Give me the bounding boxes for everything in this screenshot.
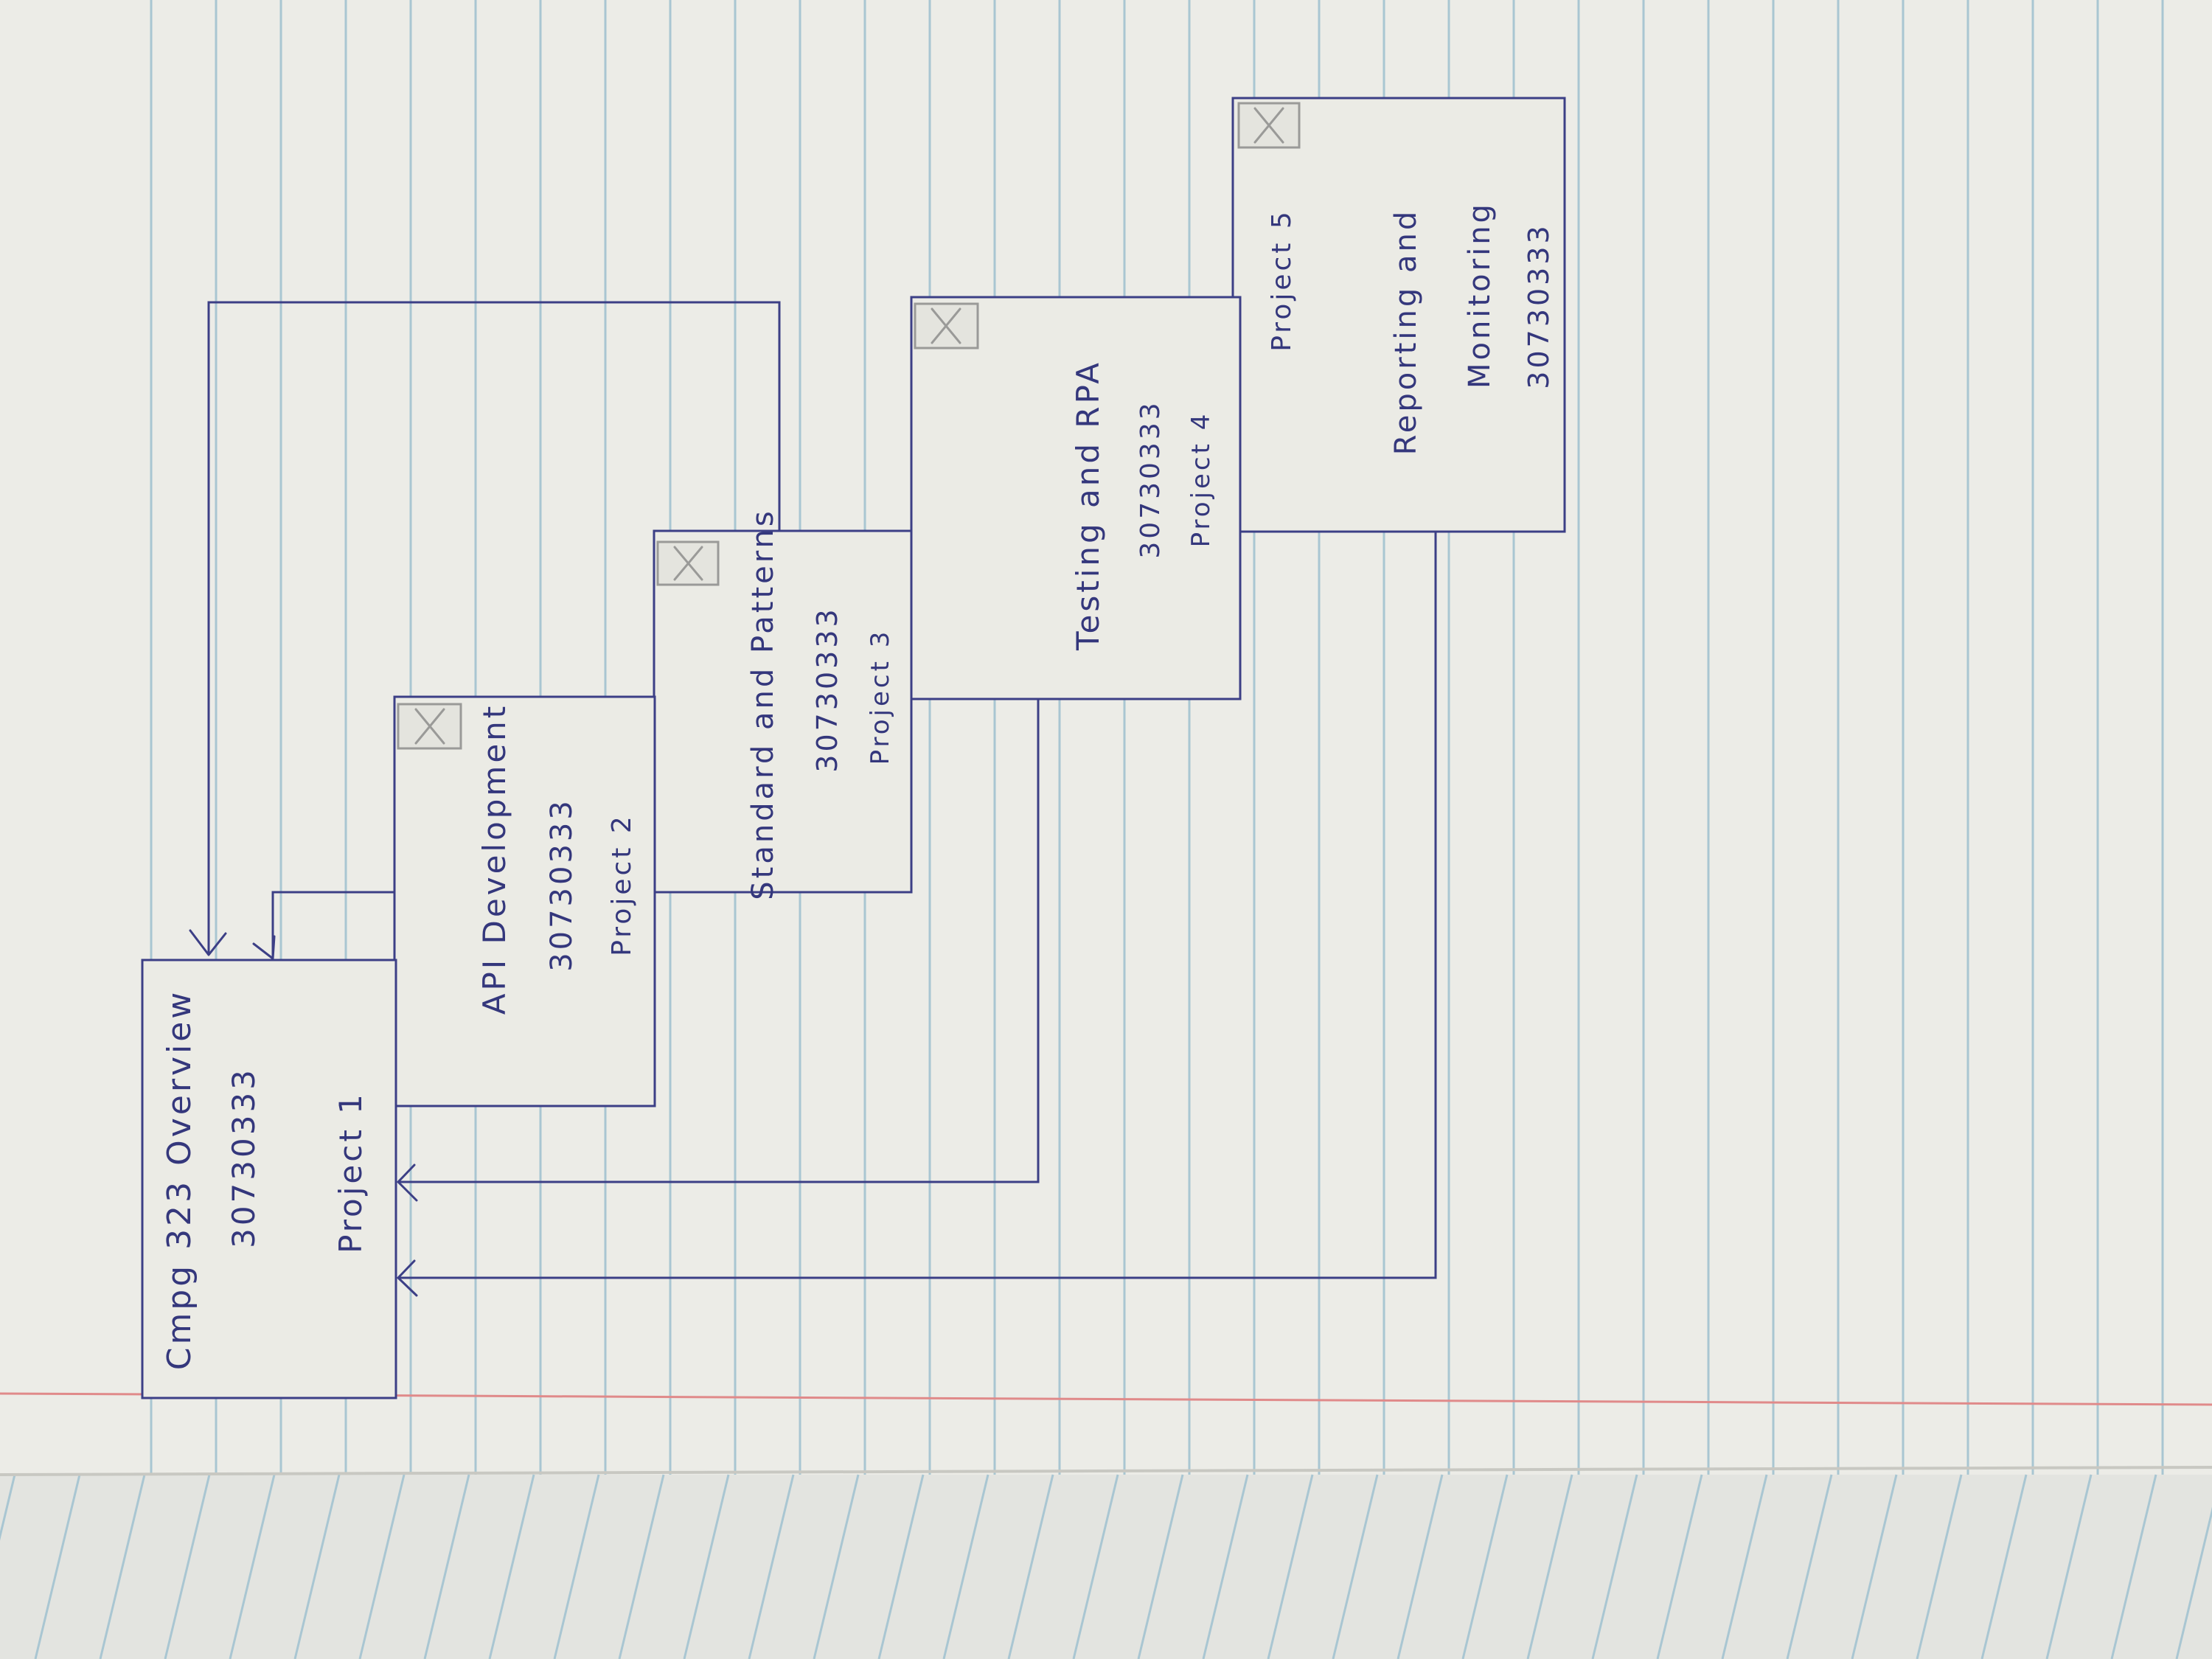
standards-project-label: Project 3 (866, 629, 895, 765)
ruled-line (488, 1474, 535, 1659)
ruled-line (877, 1474, 925, 1659)
ruled-line (1332, 1474, 1379, 1659)
ruled-line (1916, 1474, 1963, 1659)
ruled-line (748, 1474, 795, 1659)
ruled-line (2110, 1474, 2157, 1659)
ruled-line (1267, 1474, 1314, 1659)
standards-code: 30730333 (811, 606, 844, 772)
ruled-line (1656, 1474, 1703, 1659)
image-placeholder-icon (1237, 102, 1301, 149)
ruled-line (1461, 1474, 1509, 1659)
lower-page-edge (0, 1475, 2212, 1659)
testing-code: 30730333 (1135, 400, 1166, 558)
ruled-line (358, 1474, 406, 1659)
api-code: 30730333 (545, 798, 579, 972)
api-title: API Development (476, 703, 512, 1015)
testing-title: Testing and RPA (1070, 360, 1106, 651)
reporting-title-line1: Reporting and (1389, 209, 1423, 455)
ruled-line (164, 1474, 211, 1659)
page-edge (0, 1466, 2212, 1476)
ruled-line (1591, 1474, 1638, 1659)
ruled-line (1721, 1474, 1768, 1659)
ruled-line (34, 1474, 81, 1659)
ruled-line (99, 1474, 146, 1659)
image-placeholder-icon (397, 703, 462, 750)
node-api (393, 695, 656, 1107)
node-reporting (1231, 97, 1566, 533)
node-standards (653, 529, 913, 894)
testing-project-label: Project 4 (1186, 411, 1216, 548)
ruled-line (1980, 1474, 2028, 1659)
standards-title: Standard and Patterns (746, 508, 780, 900)
node-overview (141, 959, 397, 1399)
ruled-line (1786, 1474, 1833, 1659)
connector-standards-to-overview (189, 301, 781, 956)
ruled-line (813, 1474, 860, 1659)
node-testing (910, 296, 1242, 700)
ruled-line (1851, 1474, 1898, 1659)
ruled-line (0, 1474, 16, 1541)
overview-code: 30730333 (226, 1067, 262, 1248)
ruled-line (229, 1474, 276, 1659)
ruled-line (423, 1474, 470, 1659)
ruled-line (1397, 1474, 1444, 1659)
connector-api-to-overview (252, 891, 394, 960)
reporting-code: 30730333 (1523, 223, 1555, 389)
ruled-line (1007, 1474, 1054, 1659)
reporting-title-line2: Monitoring (1463, 201, 1497, 389)
ruled-line (1526, 1474, 1573, 1659)
ruled-line (942, 1474, 990, 1659)
api-project-label: Project 2 (607, 813, 637, 956)
image-placeholder-icon (914, 302, 979, 349)
ruled-line (618, 1474, 665, 1659)
reporting-project-label: Project 5 (1267, 209, 1297, 352)
overview-title: Cmpg 323 Overview (161, 990, 198, 1371)
connector-testing-to-overview (397, 699, 1040, 1202)
ruled-line (293, 1474, 341, 1659)
ruled-line (2045, 1474, 2093, 1659)
image-placeholder-icon (656, 540, 720, 586)
ruled-line (1072, 1474, 1119, 1659)
overview-project-label: Project 1 (333, 1091, 369, 1253)
ruled-line (1137, 1474, 1184, 1659)
ruled-line (683, 1474, 730, 1659)
connector-reporting-to-overview (397, 531, 1437, 1297)
ruled-line (2175, 1506, 2212, 1659)
ruled-line (1202, 1474, 1249, 1659)
ruled-line (553, 1474, 600, 1659)
